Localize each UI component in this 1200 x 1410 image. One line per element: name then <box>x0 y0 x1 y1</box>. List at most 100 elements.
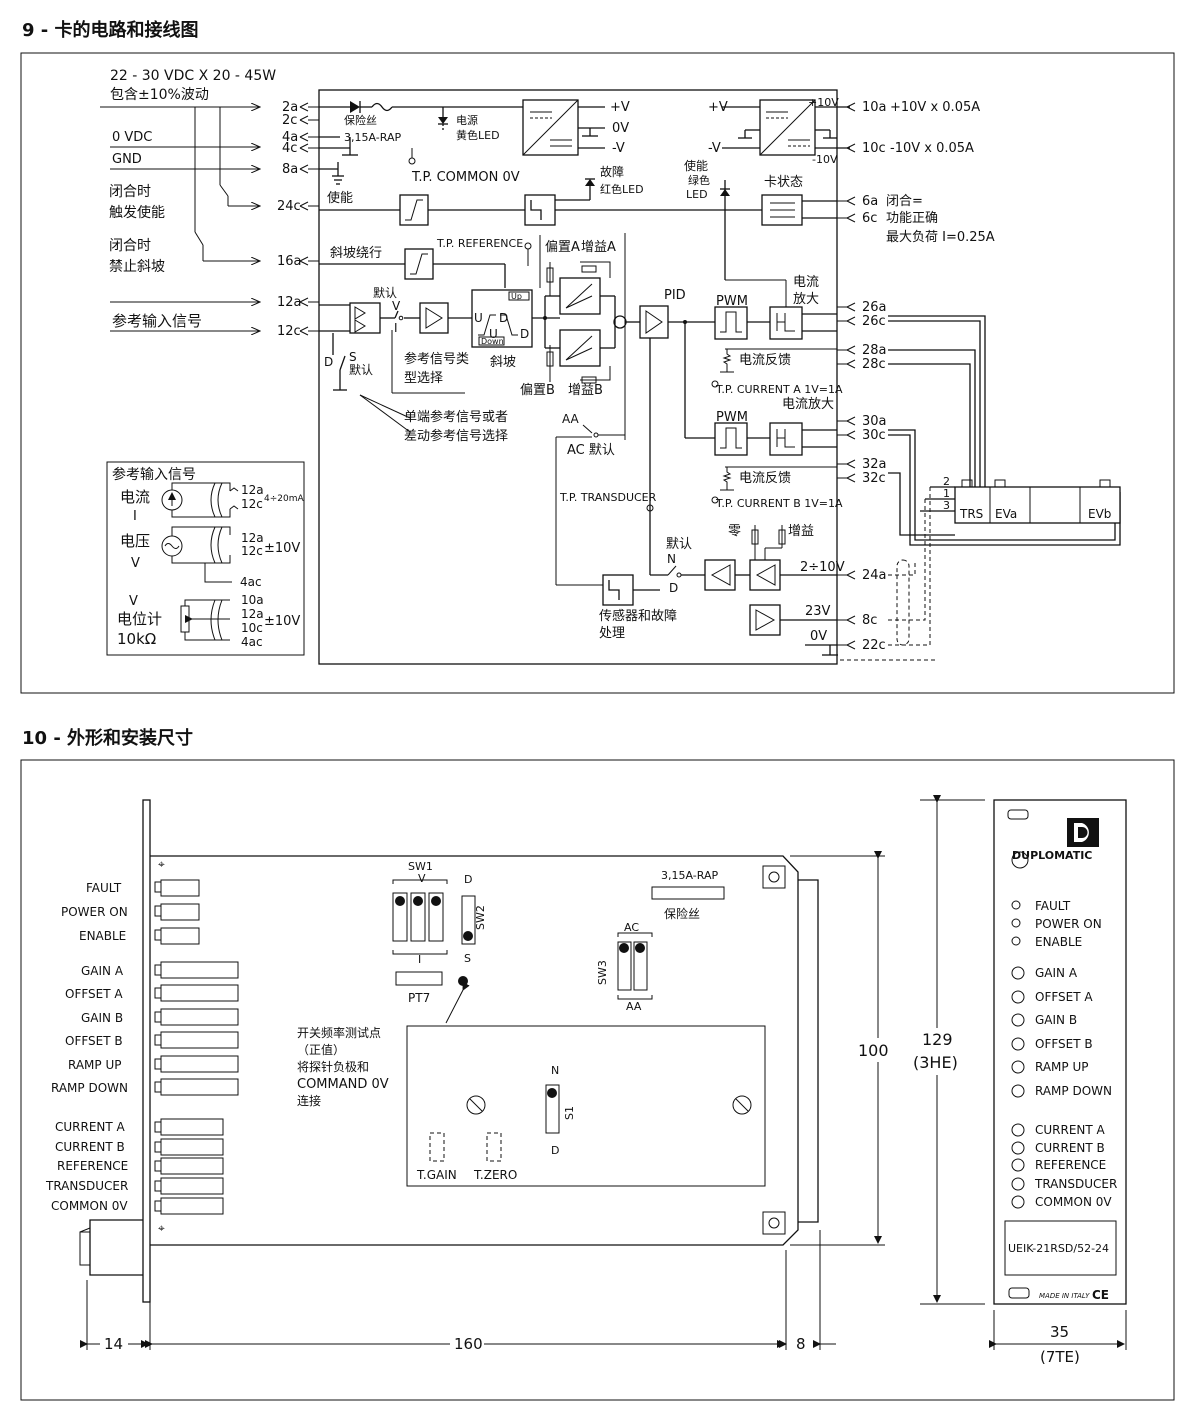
pwm-a-label: PWM <box>716 294 748 309</box>
pin-4c: 4c <box>282 141 297 156</box>
sw2-s: S <box>464 952 471 965</box>
pin-16a: 16a <box>277 254 302 269</box>
pin-8a: 8a <box>282 162 298 177</box>
ramp-d2: D <box>520 327 529 341</box>
plus-v-right: +V <box>708 100 728 115</box>
pot-label-ramp-down: RAMP DOWN <box>51 1081 128 1095</box>
front-tp-reference: REFERENCE <box>1035 1158 1106 1172</box>
section9-title: 9 - 卡的电路和接线图 <box>22 20 199 41</box>
front-tp-current-b: CURRENT B <box>1035 1141 1105 1155</box>
ref-type-1: 参考信号类 <box>404 351 469 367</box>
enable-close-2: 触发使能 <box>109 204 165 221</box>
tp-label-current-b: CURRENT B <box>55 1140 125 1154</box>
tp-label-transducer: TRANSDUCER <box>45 1179 128 1193</box>
tp-common: T.P. COMMON 0V <box>411 170 520 185</box>
amp-a-2: 放大 <box>793 292 819 307</box>
pot-label-gain-a: GAIN A <box>81 964 124 978</box>
front-tp-transducer: TRANSDUCER <box>1034 1177 1117 1191</box>
pot-label-offset-b: OFFSET B <box>65 1034 123 1048</box>
led-label-enable: ENABLE <box>79 929 126 943</box>
tp-reference: T.P. REFERENCE <box>436 237 523 250</box>
supply-voltage: 22 - 30 VDC X 20 - 45W <box>110 68 276 84</box>
tgain-label: T.GAIN <box>416 1168 457 1182</box>
ramp-label: 斜坡 <box>490 355 516 370</box>
ramp-up-label: Up <box>511 292 522 301</box>
pin-32a: 32a <box>862 457 887 472</box>
pot-label-offset-a: OFFSET A <box>65 987 123 1001</box>
default-label: 默认 <box>373 285 397 300</box>
wiring-diagram: 22 - 30 VDC X 20 - 45W 包含±10%波动 0 VDC GN… <box>20 52 1175 694</box>
front-led-fault: FAULT <box>1035 899 1071 913</box>
ramp-close-1: 闭合时 <box>109 238 151 254</box>
ac-default: AC 默认 <box>567 442 615 458</box>
tp-label-current-a: CURRENT A <box>55 1120 126 1134</box>
out-23v: 23V <box>805 604 831 619</box>
ce-mark: CE <box>1092 1288 1109 1302</box>
tp-label-common: COMMON 0V <box>51 1199 128 1213</box>
pin-2c: 2c <box>282 113 297 128</box>
pin-10c-desc: -10V x 0.05A <box>890 141 974 156</box>
front-pot-ramp-down: RAMP DOWN <box>1035 1084 1112 1098</box>
inset-current-sym: I <box>133 509 137 524</box>
pin-8c: 8c <box>862 613 877 628</box>
pin-28a: 28a <box>862 343 887 358</box>
front-tp-common: COMMON 0V <box>1035 1195 1112 1209</box>
dim-35: 35 <box>1050 1323 1069 1341</box>
sw3-aa: AA <box>626 1000 642 1013</box>
ramp-u2: U <box>489 327 498 341</box>
sw1-i: I <box>418 953 421 966</box>
section10-title: 10 - 外形和安装尺寸 <box>22 728 194 749</box>
tp-current-a: T.P. CURRENT A 1V=1A <box>715 383 843 396</box>
inset-pot-val: 10kΩ <box>117 630 156 648</box>
model-label: UEIK-21RSD/52-24 <box>1008 1242 1109 1255</box>
zero-label: 零 <box>728 524 741 539</box>
pin-4a: 4a <box>282 130 298 145</box>
max-load: 最大负荷 I=0.25A <box>886 230 995 245</box>
pot-label-ramp-up: RAMP UP <box>68 1058 121 1072</box>
default3-label: 默认 <box>666 536 692 552</box>
pin-10a-desc: +10V x 0.05A <box>890 100 980 115</box>
test-note-3: 将探针负极和 <box>297 1059 369 1074</box>
s1-label: S1 <box>563 1106 576 1120</box>
pin-30c: 30c <box>862 428 886 443</box>
enable-led-1: 使能 <box>684 158 708 173</box>
trs-label: TRS <box>959 507 983 521</box>
ramp-d: D <box>499 311 508 325</box>
gnd-label: GND <box>112 152 142 167</box>
ramp-down-label: Down <box>481 337 504 346</box>
tp-label-reference: REFERENCE <box>57 1159 128 1173</box>
power-led-2: 黄色LED <box>456 128 500 142</box>
single-diff-1: 单端参考信号或者 <box>404 409 508 425</box>
pin-6a-desc: 闭合= <box>886 194 923 209</box>
feedback-b: 电流反馈 <box>739 471 791 486</box>
pin-22c: 22c <box>862 638 886 653</box>
plus10-label: +10V <box>808 96 839 109</box>
inset-12a-p: 12a <box>241 607 264 621</box>
made-in-label: MADE IN ITALY <box>1039 1292 1090 1300</box>
default2-label: 默认 <box>349 362 373 377</box>
pid-label: PID <box>664 288 686 303</box>
zero-v-label: 0V <box>612 121 629 136</box>
pin-2a: 2a <box>282 100 298 115</box>
sensor-1: 传感器和故障 <box>599 608 677 624</box>
ref-signal-label: 参考输入信号 <box>112 312 202 330</box>
amp-a-1: 电流 <box>793 275 819 290</box>
pin-12a: 12a <box>277 295 302 310</box>
card-state-label: 卡状态 <box>764 175 803 190</box>
sw1-label: SW1 <box>408 860 433 873</box>
feedback-a: 电流反馈 <box>739 353 791 368</box>
inset-current: 电流 <box>120 488 150 506</box>
fuse-rating: 3,15A-RAP <box>344 131 401 144</box>
inset-range-v: ±10V <box>264 541 300 556</box>
evb-label: EVb <box>1088 507 1111 521</box>
pwm-b-label: PWM <box>716 410 748 425</box>
minus-v-right: -V <box>708 141 721 156</box>
gain-b-label: 增益B <box>568 383 603 398</box>
s-label: S <box>349 350 357 364</box>
s1-n: N <box>551 1064 559 1077</box>
bias-b-label: 偏置B <box>520 383 555 398</box>
front-tp-current-a: CURRENT A <box>1035 1123 1106 1137</box>
ref-type-2: 型选择 <box>404 371 443 386</box>
inset-4ac-p: 4ac <box>241 635 263 649</box>
minus-v-label: -V <box>612 141 625 156</box>
